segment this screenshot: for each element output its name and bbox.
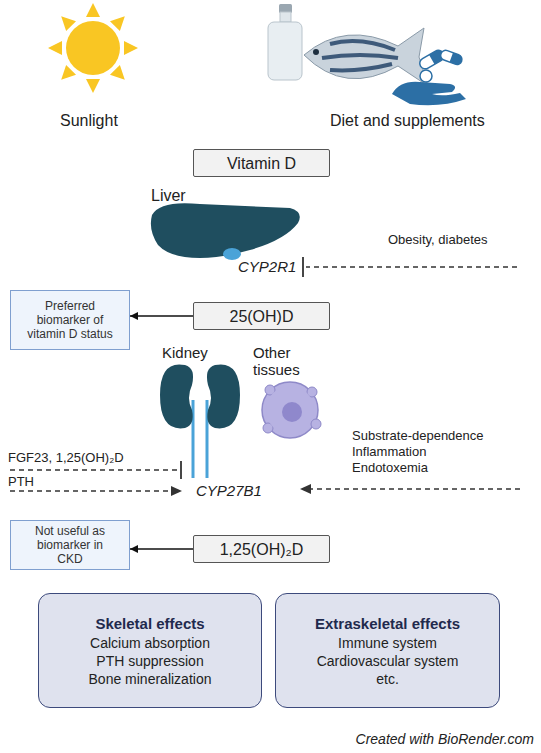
- sun-icon: [48, 3, 138, 93]
- supplement-icon: [392, 48, 466, 105]
- bottle-body: [268, 22, 302, 80]
- box-heading: Extraskeletal effects: [315, 614, 460, 634]
- pill: [420, 70, 432, 82]
- factor-label: Obesity, diabetes: [388, 232, 487, 247]
- kidney-shape: [207, 364, 240, 428]
- sun-ray: [110, 65, 130, 85]
- arrow-connector: [130, 315, 193, 317]
- enzyme-label: CYP2R1: [238, 258, 296, 275]
- cell-nucleus: [282, 402, 302, 422]
- dashed-inhibition-line: [10, 469, 178, 470]
- sun-ray: [56, 65, 76, 85]
- fish-stripe: [322, 55, 398, 58]
- cell-body: [262, 382, 318, 438]
- list-item: Cardiovascular system: [317, 652, 459, 670]
- source-label: Diet and supplements: [330, 112, 485, 130]
- box-text: 25(OH)D: [229, 307, 293, 326]
- effects-box: Extraskeletal effectsImmune systemCardio…: [275, 593, 500, 708]
- liver-shape: [151, 203, 300, 258]
- sun-ray: [124, 41, 138, 55]
- hand: [392, 82, 466, 105]
- box-text: 1,25(OH)₂D: [220, 540, 304, 559]
- kidney-shape: [160, 364, 193, 428]
- kidney-icon: [160, 364, 240, 478]
- cell-bump: [311, 419, 321, 429]
- inhibition-bar: [180, 461, 182, 479]
- factor-label: FGF23, 1,25(OH)₂D: [8, 450, 124, 465]
- arrowhead: [300, 484, 311, 494]
- box-heading: Skeletal effects: [95, 614, 204, 634]
- list-item: PTH suppression: [96, 652, 203, 670]
- metabolite-box: 25(OH)D: [193, 302, 330, 330]
- bottle-icon: [268, 4, 302, 80]
- dashed-inhibition-line: [306, 266, 517, 267]
- arrowhead: [171, 486, 182, 496]
- effects-box: Skeletal effectsCalcium absorptionPTH su…: [38, 593, 262, 708]
- organ-label: Other tissues: [253, 344, 311, 378]
- capsule: [439, 49, 463, 66]
- factor-label: PTH: [8, 474, 34, 489]
- source-label: Sunlight: [60, 112, 118, 130]
- inhibition-bar: [302, 257, 304, 277]
- dashed-arrow-line: [10, 490, 172, 491]
- list-item: Calcium absorption: [90, 634, 210, 652]
- fish-body: [304, 28, 428, 86]
- list-item: etc.: [376, 670, 399, 688]
- sun-ray: [110, 11, 130, 31]
- box-text: Preferred biomarker of vitamin D status: [21, 299, 119, 341]
- enzyme-label: CYP27B1: [196, 482, 262, 499]
- box-text: Vitamin D: [227, 154, 296, 173]
- factor-label: Endotoxemia: [352, 460, 428, 475]
- sun-ray: [48, 41, 62, 55]
- liver-icon: [151, 203, 300, 260]
- metabolite-box: Vitamin D: [193, 149, 330, 177]
- sun-disc: [66, 21, 120, 75]
- organ-label: Liver: [151, 187, 186, 205]
- fish-stripe: [330, 41, 395, 50]
- cell-fill: [266, 386, 314, 434]
- arrow-connector: [130, 548, 193, 550]
- capsule-half: [450, 53, 464, 66]
- fish-stripe: [330, 64, 392, 70]
- note-box: Preferred biomarker of vitamin D status: [10, 290, 130, 350]
- metabolite-box: 1,25(OH)₂D: [193, 535, 330, 563]
- factor-label: Substrate-dependence: [352, 428, 484, 443]
- note-box: Not useful as biomarker in CKD: [10, 520, 130, 570]
- dashed-arrow-line: [311, 488, 520, 489]
- fish-icon: [304, 28, 428, 86]
- bottle-neck: [280, 12, 291, 22]
- list-item: Bone mineralization: [89, 670, 212, 688]
- box-text: Not useful as biomarker in CKD: [26, 524, 114, 566]
- fish-eye: [313, 49, 319, 55]
- organ-label: Kidney: [162, 344, 208, 361]
- credit-watermark: Created with BioRender.com: [320, 731, 534, 747]
- sun-ray: [86, 79, 100, 93]
- cell-icon: [262, 382, 321, 438]
- sun-ray: [86, 3, 100, 17]
- list-item: Immune system: [338, 634, 437, 652]
- factor-label: Inflammation: [352, 444, 426, 459]
- sun-ray: [56, 11, 76, 31]
